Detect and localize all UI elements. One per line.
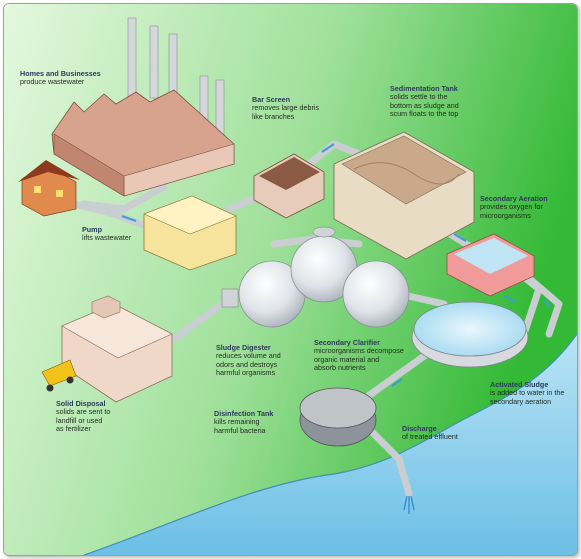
pipe-house-to-pump	[70, 200, 158, 233]
label-title: Homes and Businesses	[20, 69, 101, 78]
shoreline	[83, 333, 577, 555]
label-title: Activated Sludge	[490, 380, 549, 389]
discharge-splash	[403, 495, 415, 514]
label-bar-screen: Bar Screen removes large debris like bra…	[252, 95, 320, 121]
label-secondary-clarifier: Secondary Clarifier microorganisms decom…	[314, 338, 404, 373]
label-solid-disposal: Solid Disposal solids are sent to landfi…	[56, 399, 111, 434]
label-description: of treated effluent	[402, 432, 458, 442]
label-description: produce wastewater	[20, 77, 85, 87]
pipe-factory-to-house	[80, 183, 168, 213]
label-description: microorganisms decompose organic materia…	[314, 346, 404, 373]
label-description: reduces volume and odors and destroys ha…	[216, 351, 281, 378]
disinfection-tank-illustration	[299, 387, 377, 447]
label-title: Discharge	[402, 424, 437, 433]
label-title: Secondary Aeration	[480, 194, 548, 203]
pipe-discharge-outfall	[360, 420, 413, 498]
label-homes-and-businesses: Homes and Businesses produce wastewater	[20, 69, 101, 87]
label-title: Pump	[82, 225, 102, 234]
label-title: Sedimentation Tank	[390, 84, 458, 93]
pump-illustration	[143, 195, 237, 271]
label-sedimentation-tank: Sedimentation Tank solids settle to the …	[390, 84, 459, 119]
bar-screen-illustration	[253, 153, 325, 219]
pipe-clarifier-to-disinfection	[360, 345, 438, 403]
secondary-clarifier-illustration	[411, 301, 529, 368]
flow-arrows	[121, 143, 551, 387]
label-activated-sludge: Activated Sludge is added to water in th…	[490, 380, 565, 406]
pipe-activated-sludge-return	[520, 270, 563, 338]
wastewater-treatment-illustration	[4, 4, 577, 555]
label-sludge-digester: Sludge Digester reduces volume and odors…	[216, 343, 281, 378]
label-title: Solid Disposal	[56, 399, 106, 408]
label-title: Disinfection Tank	[214, 409, 274, 418]
diagram-frame: Homes and Businesses produce wastewater …	[3, 3, 578, 556]
label-title: Secondary Clarifier	[314, 338, 380, 347]
label-description: removes large debris like branches	[252, 103, 320, 121]
house-illustration	[18, 160, 80, 217]
water-body	[84, 334, 577, 555]
label-title: Bar Screen	[252, 95, 290, 104]
solid-disposal-illustration	[61, 295, 173, 403]
label-description: is added to water in the secondary aerat…	[490, 388, 565, 406]
pipe-digester-to-disposal	[170, 295, 233, 343]
factory-illustration	[51, 17, 235, 197]
label-title: Sludge Digester	[216, 343, 271, 352]
label-disinfection-tank: Disinfection Tank kills remaining harmfu…	[214, 409, 274, 435]
label-discharge: Discharge of treated effluent	[402, 424, 458, 442]
label-pump: Pump lifts wastewater	[82, 225, 132, 243]
dump-truck-illustration	[41, 359, 77, 392]
label-description: provides oxygen for microorganisms	[480, 202, 543, 220]
label-secondary-aeration: Secondary Aeration provides oxygen for m…	[480, 194, 548, 220]
label-description: kills remaining harmful bacteria	[214, 417, 266, 435]
label-description: solids settle to the bottom as sludge an…	[390, 92, 459, 119]
label-description: solids are sent to landfill or used as f…	[56, 407, 111, 434]
secondary-aeration-illustration	[446, 233, 535, 297]
label-description: lifts wastewater	[82, 233, 132, 243]
sludge-digester-illustration	[221, 226, 410, 328]
sedimentation-tank-illustration	[333, 131, 475, 260]
